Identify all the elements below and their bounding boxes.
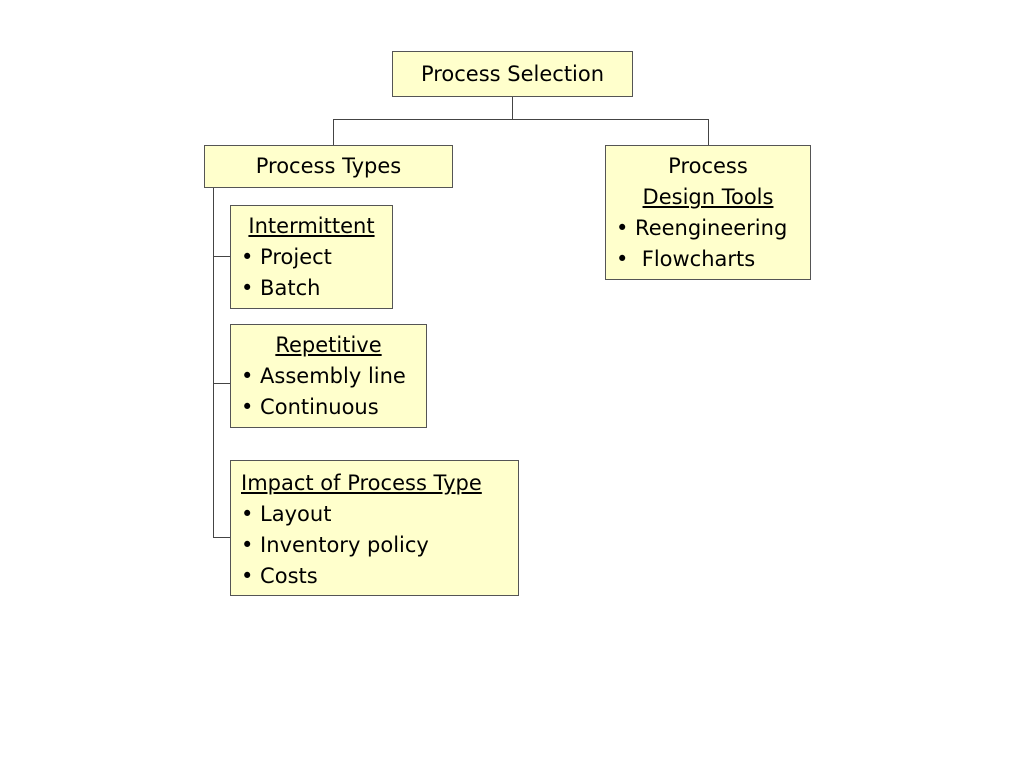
connector-root-horizontal: [333, 119, 709, 120]
impact-item-inventory-policy: • Inventory policy: [241, 533, 429, 557]
intermittent-item-project: • Project: [241, 245, 332, 269]
connector-to-intermittent: [213, 256, 231, 257]
impact-heading: Impact of Process Type: [241, 471, 482, 495]
connector-to-design-tools: [708, 119, 709, 146]
impact-item-layout: • Layout: [241, 502, 332, 526]
process-selection-box: Process Selection: [392, 51, 633, 97]
connector-to-repetitive: [213, 383, 231, 384]
design-tools-box: Process Design Tools • Reengineering • F…: [605, 145, 811, 280]
repetitive-item-continuous: • Continuous: [241, 395, 379, 419]
design-tools-item-reengineering: • Reengineering: [616, 216, 788, 240]
intermittent-item-batch: • Batch: [241, 276, 321, 300]
connector-to-process-types: [333, 119, 334, 146]
process-types-label: Process Types: [255, 154, 402, 178]
repetitive-item-assembly-line: • Assembly line: [241, 364, 406, 388]
connector-process-types-trunk: [213, 187, 214, 538]
design-tools-title-line1: Process: [668, 154, 748, 178]
intermittent-box: Intermittent • Project • Batch: [230, 205, 393, 309]
design-tools-item-flowcharts: • Flowcharts: [616, 247, 756, 271]
connector-to-impact: [213, 537, 231, 538]
process-selection-label: Process Selection: [420, 62, 605, 86]
repetitive-heading: Repetitive: [275, 333, 382, 357]
connector-root-down: [512, 96, 513, 119]
process-types-box: Process Types: [204, 145, 453, 188]
intermittent-heading: Intermittent: [248, 214, 375, 238]
impact-item-costs: • Costs: [241, 564, 318, 588]
repetitive-box: Repetitive • Assembly line • Continuous: [230, 324, 427, 428]
design-tools-title-line2: Design Tools: [642, 185, 774, 209]
impact-box: Impact of Process Type • Layout • Invent…: [230, 460, 519, 596]
